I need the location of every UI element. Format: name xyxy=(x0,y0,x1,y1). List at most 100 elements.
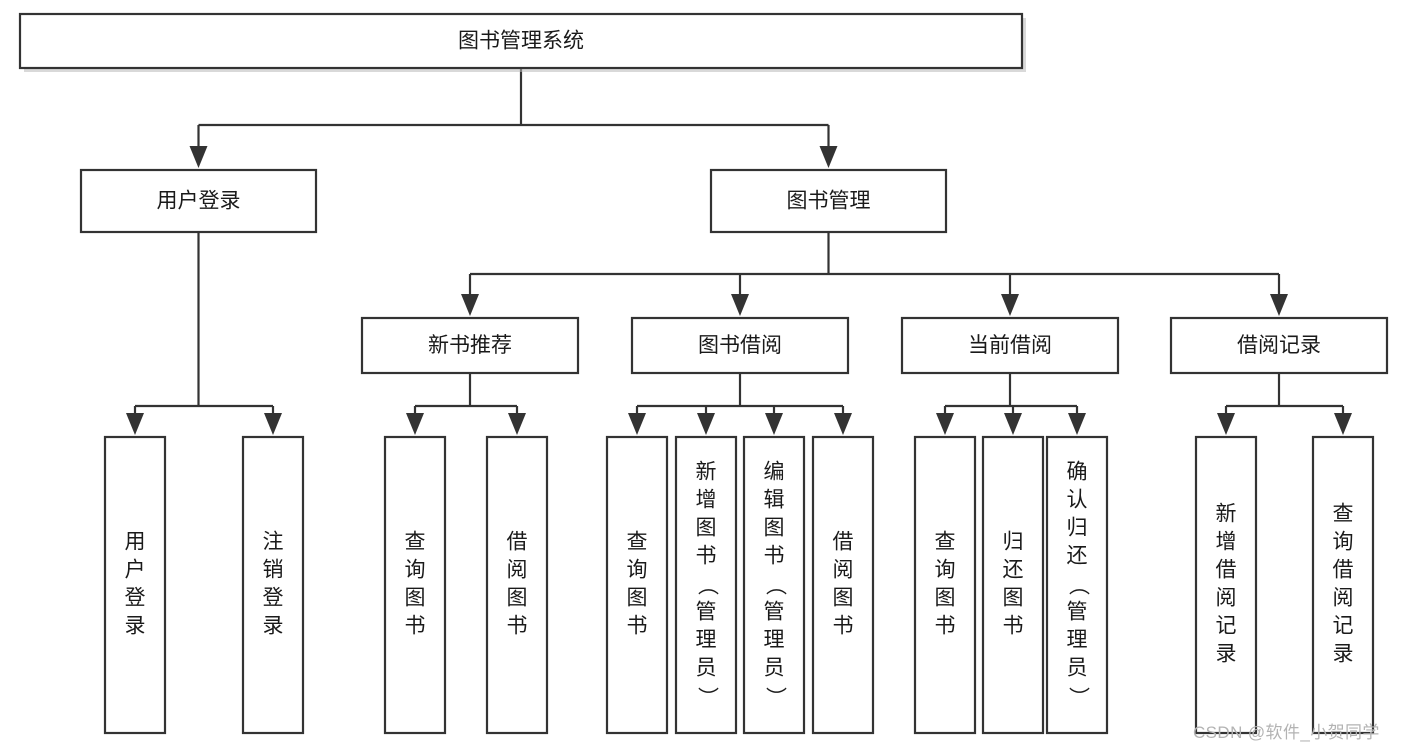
node-label-char: 查 xyxy=(405,531,426,554)
node-label-char: 询 xyxy=(1333,531,1354,554)
node-label-char: 注 xyxy=(263,531,284,554)
node-box[interactable] xyxy=(1194,435,1258,735)
connector-group-root xyxy=(189,68,838,168)
node-box[interactable] xyxy=(1045,435,1109,735)
node-records[interactable]: 借阅记录 xyxy=(1169,316,1389,375)
node-box[interactable] xyxy=(383,435,447,735)
node-label-char: 借 xyxy=(507,531,528,554)
node-label-char: （ xyxy=(763,575,786,596)
node-label-char: 录 xyxy=(1216,643,1237,666)
node-label-char: 用 xyxy=(125,531,146,554)
node-box[interactable] xyxy=(360,316,580,375)
node-box[interactable] xyxy=(709,168,948,234)
node-box[interactable] xyxy=(742,435,806,735)
node-box[interactable] xyxy=(1169,316,1389,375)
node-label-char: 借 xyxy=(1333,559,1354,582)
node-label-char: 书 xyxy=(507,615,528,638)
node-label: 图书管理 xyxy=(787,190,871,213)
node-label-char: 增 xyxy=(1216,531,1237,554)
node-label-char: 查 xyxy=(935,531,956,554)
node-label-char: 阅 xyxy=(507,559,528,582)
node-box[interactable] xyxy=(900,316,1120,375)
node-box[interactable] xyxy=(981,435,1045,735)
node-label-char: 书 xyxy=(1003,615,1024,638)
node-label-char: 书 xyxy=(627,615,648,638)
node-label-char: 管 xyxy=(1067,601,1088,624)
node-label-char: 归 xyxy=(1067,517,1088,540)
node-label-char: 书 xyxy=(764,545,785,568)
node-label-char: 书 xyxy=(405,615,426,638)
node-label-char: 员 xyxy=(696,657,717,680)
node-label-char: 借 xyxy=(833,531,854,554)
node-label-char: 图 xyxy=(696,517,717,540)
node-box[interactable] xyxy=(18,12,1024,70)
node-label-char: （ xyxy=(695,575,718,596)
node-label-char: ） xyxy=(763,687,786,708)
node-box[interactable] xyxy=(241,435,305,735)
node-leaf-1[interactable]: 用户登录 xyxy=(103,435,167,735)
node-box[interactable] xyxy=(605,435,669,735)
node-label-char: （ xyxy=(1066,575,1089,596)
node-book-admin[interactable]: 图书管理 xyxy=(709,168,948,234)
node-label-char: 管 xyxy=(764,601,785,624)
node-label-char: 员 xyxy=(1067,657,1088,680)
node-box[interactable] xyxy=(811,435,875,735)
node-box[interactable] xyxy=(485,435,549,735)
node-label-char: 增 xyxy=(696,489,717,512)
node-label-char: 录 xyxy=(1333,643,1354,666)
node-box[interactable] xyxy=(630,316,850,375)
connector-group-borrow xyxy=(628,373,852,435)
node-layer: 图书管理系统用户登录图书管理新书推荐图书借阅当前借阅借阅记录用户登录注销登录查询… xyxy=(18,12,1389,735)
node-box[interactable] xyxy=(913,435,977,735)
node-label-char: 阅 xyxy=(1333,587,1354,610)
node-label-char: 记 xyxy=(1216,615,1237,638)
node-label-char: 图 xyxy=(833,587,854,610)
node-label-char: 图 xyxy=(507,587,528,610)
node-label-char: 阅 xyxy=(1216,587,1237,610)
node-label-char: 借 xyxy=(1216,559,1237,582)
node-box[interactable] xyxy=(79,168,318,234)
node-label-char: 理 xyxy=(696,629,717,652)
node-label-char: 户 xyxy=(125,559,146,582)
node-current[interactable]: 当前借阅 xyxy=(900,316,1120,375)
node-label-char: 图 xyxy=(627,587,648,610)
node-user-login[interactable]: 用户登录 xyxy=(79,168,318,234)
node-label-char: 新 xyxy=(696,461,717,484)
node-label-char: 记 xyxy=(1333,615,1354,638)
node-label-vertical: 用户登录 xyxy=(125,531,146,638)
node-root[interactable]: 图书管理系统 xyxy=(18,12,1026,72)
node-label-char: 阅 xyxy=(833,559,854,582)
node-label: 用户登录 xyxy=(157,190,241,213)
node-new-rec[interactable]: 新书推荐 xyxy=(360,316,580,375)
node-label-char: 书 xyxy=(696,545,717,568)
node-label-char: 查 xyxy=(627,531,648,554)
node-borrow[interactable]: 图书借阅 xyxy=(630,316,850,375)
node-box[interactable] xyxy=(674,435,738,735)
node-box[interactable] xyxy=(1311,435,1375,735)
node-label-char: 询 xyxy=(935,559,956,582)
node-label: 借阅记录 xyxy=(1237,334,1321,357)
node-box[interactable] xyxy=(103,435,167,735)
node-label-char: 理 xyxy=(764,629,785,652)
node-label-char: 新 xyxy=(1216,503,1237,526)
connector-layer xyxy=(126,68,1352,435)
